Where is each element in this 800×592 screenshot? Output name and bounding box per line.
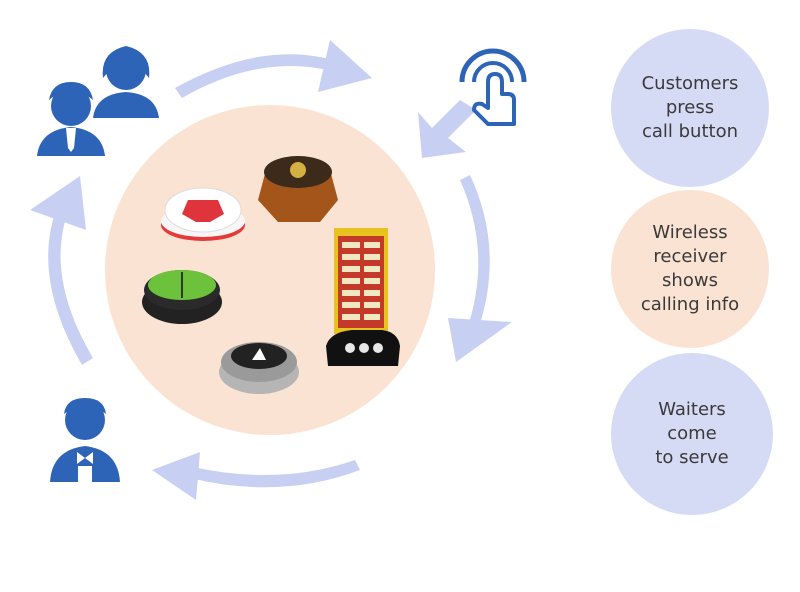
tap-icon [459, 48, 527, 126]
step-customers-press: Customers press call button [611, 29, 769, 187]
step-receiver-shows: Wireless receiver shows calling info [611, 190, 769, 348]
green-call-button [142, 270, 222, 324]
arrow-top [175, 40, 372, 98]
brown-call-button [258, 156, 338, 222]
white-red-call-button [161, 187, 245, 241]
arrow-tap [418, 100, 476, 158]
silver-call-button [219, 342, 299, 394]
customers-icon [37, 46, 159, 156]
arrow-left [30, 176, 93, 365]
arrow-bottom [152, 452, 360, 500]
step-label: Waiters come to serve [655, 399, 729, 468]
menu-holder-receiver [326, 228, 400, 366]
arrow-right [448, 175, 512, 362]
waiter-icon [50, 398, 120, 482]
step-waiters-serve: Waiters come to serve [611, 353, 773, 515]
step-label: Wireless receiver shows calling info [640, 222, 740, 315]
cycle-arrows [30, 40, 512, 500]
step-label: Customers press call button [641, 73, 739, 142]
